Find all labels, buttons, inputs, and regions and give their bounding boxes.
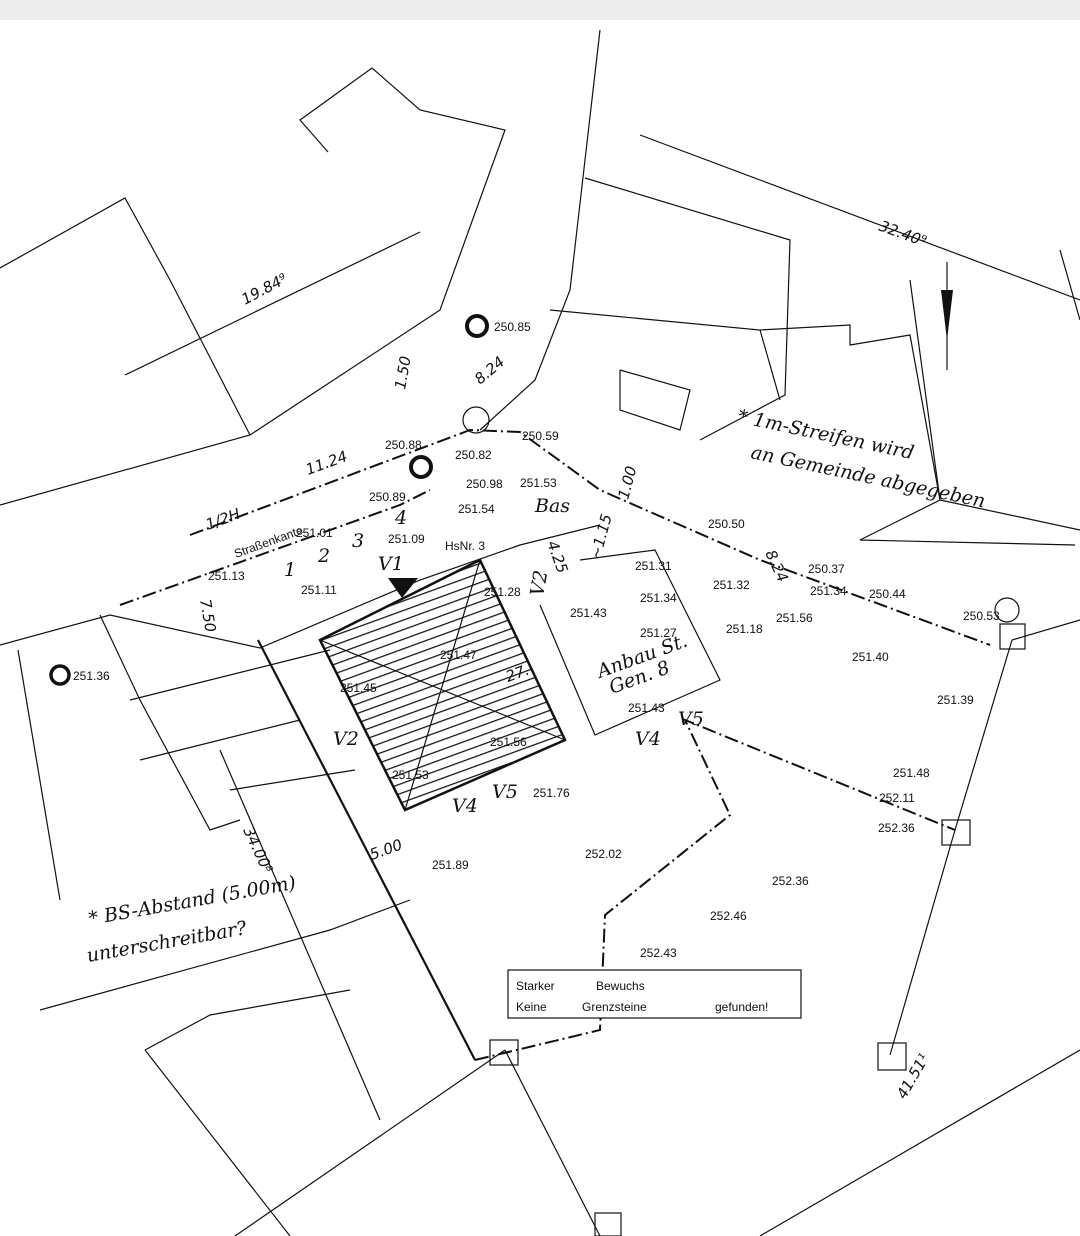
elevation: 250.59 (522, 429, 559, 443)
elevation: 251.89 (432, 858, 469, 872)
elevation: 251.56 (776, 611, 813, 625)
elevation: 251.34 (810, 584, 847, 598)
dimension: 5.00 (367, 835, 405, 863)
elevation: 251.39 (937, 693, 974, 707)
dimension: 4.25 (543, 538, 571, 576)
elevation: 251.09 (388, 532, 425, 546)
building-hatched (318, 558, 567, 812)
elevation: 251.36 (73, 669, 110, 683)
dimension: 1.00 (614, 464, 640, 501)
elevation: 251.27 (640, 626, 677, 640)
elevation: 250.53 (963, 609, 1000, 623)
elevation: 251.54 (458, 502, 495, 516)
marker-v: V2 (526, 569, 552, 598)
elevation: 250.82 (455, 448, 492, 462)
elevation: 251.13 (208, 569, 245, 583)
elevation: 252.02 (585, 847, 622, 861)
marker-v: V1 (378, 553, 404, 575)
dimension: 1.50 (391, 355, 415, 391)
property-boundary (119, 428, 1026, 1236)
dimension: 32.40⁹ (877, 217, 929, 251)
bs-distance-note: * BS-Abstand (5.00m) (87, 872, 297, 930)
dimension: 41.51¹ (893, 1051, 933, 1102)
dimension: 8.24 (761, 547, 791, 585)
elevation: 251.40 (852, 650, 889, 664)
elevation: 252.36 (772, 874, 809, 888)
elevation: 251.53 (392, 768, 429, 782)
elevation: 250.88 (385, 438, 422, 452)
elevation: 251.31 (635, 559, 672, 573)
elevation: 250.89 (369, 490, 406, 504)
elevation: 251.53 (520, 476, 557, 490)
elevation: 251.43 (628, 701, 665, 715)
note-text: gefunden! (715, 1000, 768, 1014)
note-text: Starker (516, 979, 555, 993)
note-text: Grenzsteine (582, 1000, 647, 1014)
elevation: 251.56 (490, 735, 527, 749)
dimension: 34.00⁸ (239, 824, 276, 876)
house-number-label: HsNr. 3 (445, 539, 485, 553)
elevation: 251.48 (893, 766, 930, 780)
marker-v: V5 (492, 781, 518, 803)
note-text: Bewuchs (596, 979, 645, 993)
marker-v: V5 (678, 708, 704, 730)
elevation: 251.01 (296, 526, 333, 540)
dimension: 7.50 (196, 598, 220, 634)
elevation: 250.37 (808, 562, 845, 576)
marker-v: V2 (333, 728, 359, 750)
elevation: 251.32 (713, 578, 750, 592)
parking-number: 3 (352, 530, 364, 552)
dimension: 11.24 (303, 447, 350, 479)
elevation: 252.46 (710, 909, 747, 923)
dimension-labels: 19.84⁹ 32.40⁹ 8.24 1.50 11.24 1/2H 7.50 … (196, 217, 933, 1102)
elevation: 252.11 (879, 791, 915, 805)
elevation: 251.45 (340, 681, 377, 695)
elevation: 250.98 (466, 477, 503, 491)
parking-number: 4 (394, 507, 407, 529)
elevation: 251.43 (570, 606, 607, 620)
parking-number: 1 (284, 559, 296, 581)
markers (49, 262, 1020, 686)
marker-v: V4 (452, 795, 478, 817)
dimension: 8.24 (471, 353, 508, 388)
top-bar (0, 0, 1080, 20)
elevation: 251.28 (484, 585, 521, 599)
dimension: 19.84⁹ (238, 270, 290, 309)
elevation: 251.34 (640, 591, 677, 605)
elevation: 251.47 (440, 648, 477, 662)
elevation: 251.76 (533, 786, 570, 800)
marker-v: V4 (635, 728, 661, 750)
elevation: 252.36 (878, 821, 915, 835)
gas-note: Bas (534, 495, 570, 517)
dimension: ~1.15 (586, 512, 615, 561)
elevation: 250.85 (494, 320, 531, 334)
parcel-boundaries (0, 29, 1080, 1236)
street-edge-label: Straßenkante (232, 523, 305, 561)
note-box: Starker Bewuchs Keine Grenzsteine gefund… (507, 969, 802, 1019)
note-text: Keine (516, 1000, 547, 1014)
elevation: 250.50 (708, 517, 745, 531)
elevation: 252.43 (640, 946, 677, 960)
elevation: 250.44 (869, 587, 906, 601)
dimension: 1/2H (203, 505, 242, 534)
elevation-labels: 250.85 250.88 250.82 250.59 250.98 251.5… (73, 320, 1000, 960)
elevation: 251.11 (301, 583, 337, 597)
parking-number: 2 (317, 545, 330, 567)
elevation: 251.18 (726, 622, 763, 636)
